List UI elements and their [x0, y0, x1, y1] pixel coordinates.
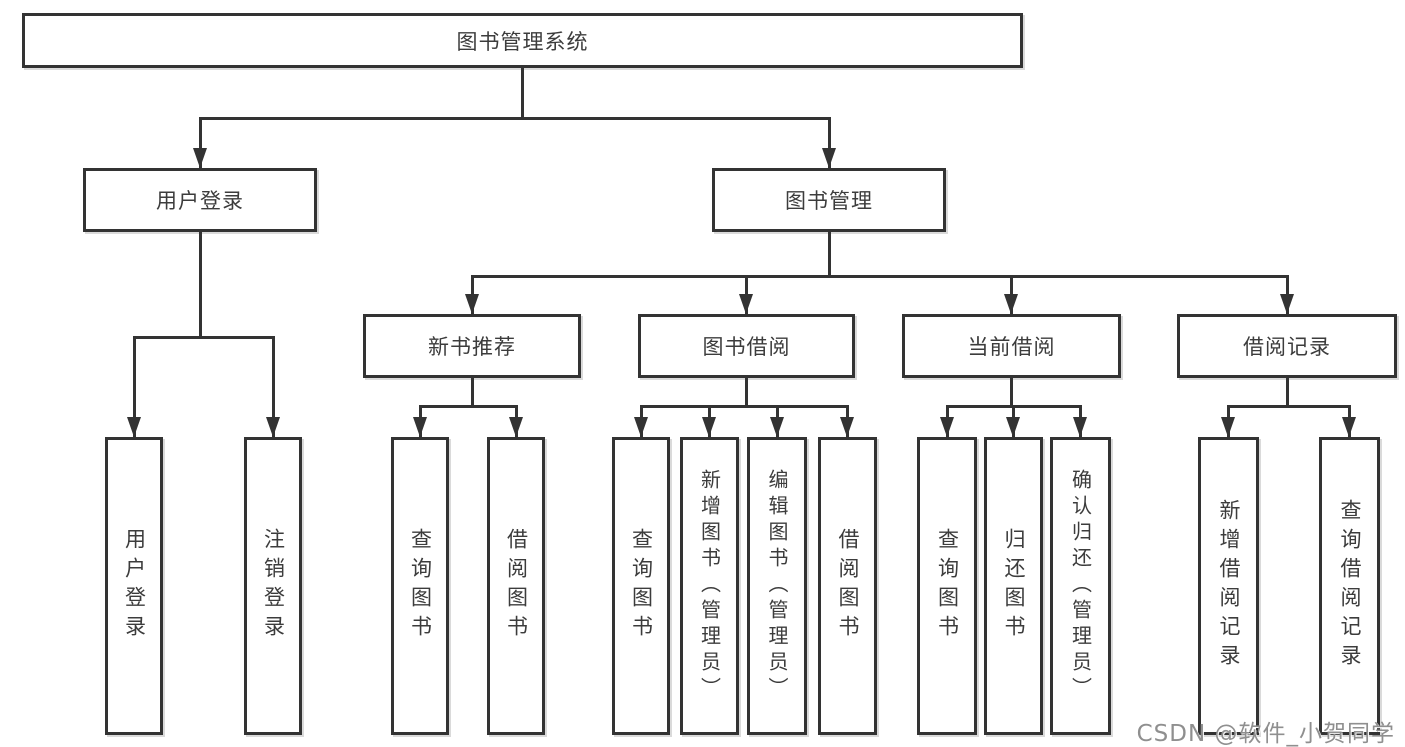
- node-root-label: 图书管理系统: [456, 29, 589, 54]
- arrow-to-leaf-query-book-1: [413, 405, 427, 437]
- node-book-management-label: 图书管理: [785, 189, 873, 213]
- leaf-add-book-label: 新增图书（管理员）: [697, 469, 722, 703]
- arrow-to-leaf-return-book: [1006, 405, 1020, 437]
- connector-root-rail: [198, 117, 831, 120]
- node-book-borrow-label: 图书借阅: [702, 335, 791, 359]
- connector-current-borrow-stem: [1009, 378, 1013, 405]
- leaf-query-book-2-label: 查询图书: [629, 528, 654, 644]
- node-borrow-record: 借阅记录: [1177, 314, 1397, 378]
- leaf-confirm-return-label: 确认归还（管理员）: [1068, 469, 1093, 703]
- arrow-to-leaf-edit-book: [770, 405, 784, 437]
- node-root: 图书管理系统: [22, 13, 1023, 68]
- leaf-borrow-book-1-label: 借阅图书: [504, 528, 529, 644]
- leaf-logout-label: 注销登录: [261, 528, 286, 644]
- leaf-query-book-3-label: 查询图书: [935, 528, 960, 644]
- leaf-borrow-book-2-label: 借阅图书: [836, 528, 860, 644]
- arrow-to-leaf-query-book-2: [634, 405, 648, 437]
- connector-new-book-stem: [470, 378, 474, 405]
- arrow-to-current-borrow: [1004, 275, 1018, 314]
- leaf-borrow-book-1: 借阅图书: [487, 437, 545, 735]
- connector-book-borrow-stem: [744, 378, 748, 405]
- connector-user-login-rail: [132, 336, 275, 339]
- arrow-to-leaf-query-book-3: [940, 405, 954, 437]
- leaf-add-book: 新增图书（管理员）: [680, 437, 739, 735]
- node-new-book-recommend-label: 新书推荐: [428, 335, 516, 359]
- arrow-to-leaf-confirm-return: [1073, 405, 1087, 437]
- connector-book-management-stem: [827, 232, 831, 275]
- arrow-to-leaf-query-record: [1342, 405, 1356, 437]
- arrow-to-leaf-add-record: [1221, 405, 1235, 437]
- node-book-borrow: 图书借阅: [638, 314, 855, 378]
- leaf-query-book-1: 查询图书: [391, 437, 449, 735]
- arrow-to-leaf-borrow-book-1: [509, 405, 523, 437]
- connector-borrow-record-stem: [1285, 378, 1289, 405]
- node-book-management: 图书管理: [712, 168, 946, 232]
- leaf-edit-book-label: 编辑图书（管理员）: [765, 469, 789, 703]
- connector-book-management-rail: [470, 275, 1289, 278]
- leaf-query-book-3: 查询图书: [917, 437, 977, 735]
- leaf-return-book-label: 归还图书: [1002, 528, 1026, 644]
- arrow-to-user-login: [193, 117, 207, 168]
- node-user-login-label: 用户登录: [156, 189, 244, 213]
- leaf-query-book-2: 查询图书: [612, 437, 670, 735]
- leaf-add-borrow-record: 新增借阅记录: [1198, 437, 1259, 735]
- leaf-query-borrow-record-label: 查询借阅记录: [1338, 499, 1362, 673]
- csdn-watermark: CSDN @软件_小贺同学: [1136, 721, 1395, 747]
- arrow-to-book-borrow: [739, 275, 753, 314]
- leaf-logout: 注销登录: [244, 437, 302, 735]
- leaf-confirm-return: 确认归还（管理员）: [1050, 437, 1111, 735]
- arrow-to-leaf-add-book: [702, 405, 716, 437]
- leaf-edit-book: 编辑图书（管理员）: [747, 437, 807, 735]
- leaf-user-login-label: 用户登录: [122, 528, 147, 644]
- leaf-query-borrow-record: 查询借阅记录: [1319, 437, 1380, 735]
- node-user-login: 用户登录: [83, 168, 317, 232]
- leaf-return-book: 归还图书: [984, 437, 1043, 735]
- leaf-add-borrow-record-label: 新增借阅记录: [1217, 499, 1241, 673]
- node-new-book-recommend: 新书推荐: [363, 314, 581, 378]
- leaf-borrow-book-2: 借阅图书: [818, 437, 877, 735]
- connector-borrow-record-rail: [1226, 405, 1351, 408]
- arrow-to-leaf-logout: [266, 336, 280, 437]
- connector-new-book-rail: [418, 405, 518, 408]
- node-current-borrow: 当前借阅: [902, 314, 1121, 378]
- node-current-borrow-label: 当前借阅: [967, 335, 1056, 359]
- arrow-to-new-book-recommend: [465, 275, 479, 314]
- connector-user-login-stem: [198, 232, 202, 336]
- connector-book-borrow-rail: [639, 405, 849, 408]
- node-borrow-record-label: 借阅记录: [1243, 335, 1331, 359]
- arrow-to-leaf-borrow-book-2: [840, 405, 854, 437]
- arrow-to-leaf-user-login: [127, 336, 141, 437]
- arrow-to-book-management: [822, 117, 836, 168]
- leaf-query-book-1-label: 查询图书: [408, 528, 433, 644]
- leaf-user-login: 用户登录: [105, 437, 163, 735]
- arrow-to-borrow-record: [1280, 275, 1294, 314]
- connector-root-stem: [520, 68, 524, 117]
